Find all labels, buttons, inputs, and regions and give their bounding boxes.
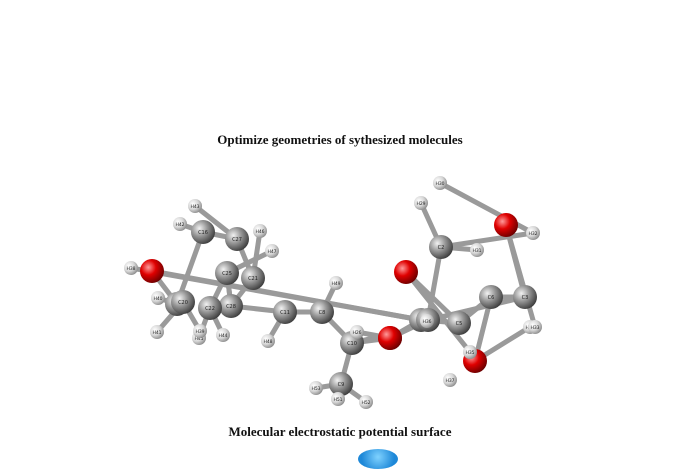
electrostatic-surface-preview	[358, 449, 398, 469]
atom-label: H30	[435, 181, 444, 187]
atom-c: C21	[241, 266, 265, 290]
atom-label: H36	[422, 319, 431, 325]
atom-label: C2	[438, 245, 445, 251]
atom-c: C2	[429, 235, 453, 259]
atom-label: C9	[338, 382, 345, 388]
atom-h: H43	[188, 199, 202, 213]
atom-o	[494, 213, 518, 237]
atom-h: H51	[331, 392, 345, 406]
atom-label: H52	[361, 400, 370, 406]
atom-label: H39	[195, 329, 204, 335]
atom-h: H41	[150, 325, 164, 339]
atom-label: H46	[255, 229, 264, 235]
atom-h: H38	[124, 261, 138, 275]
atom-h: H49	[329, 276, 343, 290]
atom-h: H32	[526, 226, 540, 240]
atom-c: C20	[171, 290, 195, 314]
atom-label: C3	[522, 295, 529, 301]
atom-c: C27	[225, 227, 249, 251]
atom-h: H42	[173, 217, 187, 231]
atom-c: C28	[219, 294, 243, 318]
atom-label: H43	[190, 204, 199, 210]
atom-h: H31	[470, 243, 484, 257]
atom-c: C11	[273, 300, 297, 324]
atom-label: C11	[280, 310, 290, 316]
atom-h: H35	[463, 345, 477, 359]
atom-label: C10	[347, 341, 357, 347]
atom-h: H36	[420, 314, 434, 328]
bond	[438, 230, 536, 250]
atom-o	[140, 259, 164, 283]
atom-c: C6	[479, 285, 503, 309]
atom-label: C16	[198, 230, 208, 236]
atom-label: H40	[153, 296, 162, 302]
bond	[503, 222, 538, 330]
atom-h: H26	[350, 325, 364, 339]
atom-o	[394, 260, 418, 284]
bond	[425, 244, 444, 323]
bond	[425, 294, 528, 323]
atom-label: C5	[456, 321, 463, 327]
atom-label: C28	[226, 304, 236, 310]
atom-h: H40	[151, 291, 165, 305]
atom-label: C27	[232, 237, 242, 243]
atom-h: H29	[414, 196, 428, 210]
atom-label: C25	[222, 271, 232, 277]
atom-c: C9	[329, 372, 353, 396]
atom-c: C5	[447, 311, 471, 335]
atom-label: H45	[194, 336, 203, 342]
atom-h: H46	[253, 224, 267, 238]
atom-label: H29	[416, 201, 425, 207]
atom-label: C8	[319, 310, 326, 316]
atom-h: H44	[216, 328, 230, 342]
atom-label: H49	[331, 281, 340, 287]
atom-h: H47	[265, 244, 279, 258]
atom-c: C3	[513, 285, 537, 309]
atom-label: H48	[263, 339, 272, 345]
atom-label: H41	[152, 330, 161, 336]
bond	[437, 180, 536, 236]
atom-label: C22	[205, 306, 215, 312]
atom-h: H52	[359, 395, 373, 409]
atom-h: H30	[433, 176, 447, 190]
atom-c: C22	[198, 296, 222, 320]
atom-c: C8	[310, 300, 334, 324]
atom-h: H53	[309, 381, 323, 395]
caption-optimized-geometries: Optimize geometries of sythesized molecu…	[217, 132, 463, 147]
atom-label: H32	[528, 231, 537, 237]
atom-label: H53	[311, 386, 320, 392]
atom-label: C21	[248, 276, 258, 282]
bond	[128, 265, 424, 323]
atom-label: C20	[178, 300, 188, 306]
atom-layer: H52H53C9H51C10H50H26C8H49C11H48C28C25C21…	[124, 176, 542, 409]
atom-c: C16	[191, 220, 215, 244]
atom-label: H31	[472, 248, 481, 254]
atom-label: H38	[126, 266, 135, 272]
atom-h: H33	[528, 320, 542, 334]
atom-h: H48	[261, 334, 275, 348]
atom-h: H39	[193, 324, 207, 338]
atom-label: H47	[267, 249, 276, 255]
atom-label: C6	[488, 295, 495, 301]
atom-h: H37	[443, 373, 457, 387]
atom-label: H42	[175, 222, 184, 228]
atom-c: C25	[215, 261, 239, 285]
atom-label: H44	[218, 333, 227, 339]
atom-o	[378, 326, 402, 350]
atom-label: H35	[465, 350, 474, 356]
atom-label: H26	[352, 330, 361, 336]
atom-label: H37	[445, 378, 454, 384]
bond	[403, 269, 473, 355]
atom-label: H33	[530, 325, 539, 331]
molecule-ball-and-stick-model: H52H53C9H51C10H50H26C8H49C11H48C28C25C21…	[124, 176, 542, 409]
caption-electrostatic-surface: Molecular electrostatic potential surfac…	[228, 424, 452, 439]
atom-label: H51	[333, 397, 342, 403]
